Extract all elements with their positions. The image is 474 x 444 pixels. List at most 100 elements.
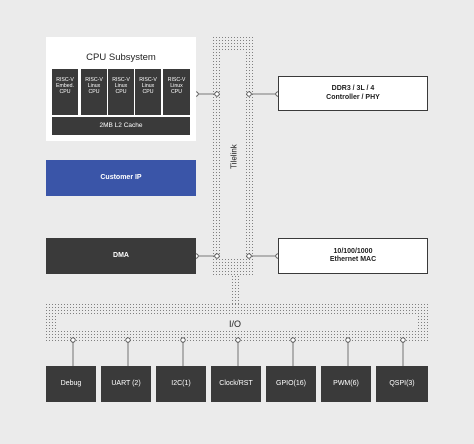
bus-dot [247,313,248,314]
bus-dot [249,202,250,203]
bus-dot [256,307,257,308]
bus-dot [46,322,47,323]
bus-dot [216,265,217,266]
bus-dot [246,259,247,260]
bus-dot [216,211,217,212]
bus-dot [70,334,71,335]
bus-dot [216,151,217,152]
bus-dot [219,211,220,212]
bus-dot [325,331,326,332]
bus-dot [277,331,278,332]
bus-dot [169,340,170,341]
bus-dot [181,313,182,314]
bus-dot [163,337,164,338]
bus-dot [250,304,251,305]
bus-dot [252,43,253,44]
bus-dot [252,241,253,242]
bus-dot [246,274,247,275]
bus-dot [421,334,422,335]
bus-dot [124,307,125,308]
bus-dot [252,232,253,233]
bus-dot [382,331,383,332]
bus-dot [222,268,223,269]
bus-dot [219,169,220,170]
bus-dot [232,285,233,286]
bus-dot [280,310,281,311]
bus-dot [247,307,248,308]
bus-dot [175,304,176,305]
bus-dot [274,307,275,308]
bus-dot [249,175,250,176]
peripheral-gpio: GPIO(16) [266,366,316,402]
bus-dot [232,313,233,314]
bus-dot [246,73,247,74]
bus-dot [213,163,214,164]
bus-dot [181,310,182,311]
bus-dot [304,313,305,314]
bus-dot [418,310,419,311]
bus-dot [337,313,338,314]
bus-dot [240,46,241,47]
bus-dot [181,337,182,338]
bus-dot [385,307,386,308]
bus-dot [67,307,68,308]
bus-dot [286,331,287,332]
bus-dot [352,307,353,308]
bus-dot [406,340,407,341]
bus-dot [219,214,220,215]
bus-dot [249,220,250,221]
bus-dot [184,307,185,308]
bus-dot [240,37,241,38]
bus-dot [196,307,197,308]
bus-dot [219,271,220,272]
bus-dot [243,271,244,272]
bus-dot [139,337,140,338]
bus-dot [175,340,176,341]
bus-dot [252,106,253,107]
bus-dot [148,307,149,308]
bus-dot [154,337,155,338]
bus-dot [196,313,197,314]
bus-dot [79,337,80,338]
bus-dot [249,106,250,107]
bus-dot [246,241,247,242]
bus-dot [216,217,217,218]
bus-dot [118,334,119,335]
bus-dot [219,241,220,242]
bus-dot [219,40,220,41]
bus-dot [400,310,401,311]
bus-dot [222,271,223,272]
bus-dot [213,271,214,272]
bus-dot [235,276,236,277]
bus-dot [370,340,371,341]
bus-dot [238,288,239,289]
bus-dot [246,121,247,122]
bus-dot [229,313,230,314]
bus-dot [358,337,359,338]
bus-dot [246,106,247,107]
bus-dot [265,340,266,341]
bus-dot [304,337,305,338]
bus-dot [385,310,386,311]
bus-dot [213,208,214,209]
bus-dot [268,337,269,338]
core-label-line: Embed. [56,83,74,90]
bus-dot [142,310,143,311]
bus-dot [249,103,250,104]
bus-dot [310,307,311,308]
bus-dot [252,244,253,245]
bus-dot [216,49,217,50]
bus-dot [79,340,80,341]
io-bus-label: I/O [229,319,242,329]
bus-dot [249,148,250,149]
bus-dot [139,304,140,305]
bus-dot [337,334,338,335]
bus-dot [166,331,167,332]
bus-dot [424,334,425,335]
bus-dot [124,331,125,332]
bus-dot [415,310,416,311]
bus-dot [220,334,221,335]
bus-dot [222,40,223,41]
bus-dot [216,193,217,194]
bus-dot [385,331,386,332]
